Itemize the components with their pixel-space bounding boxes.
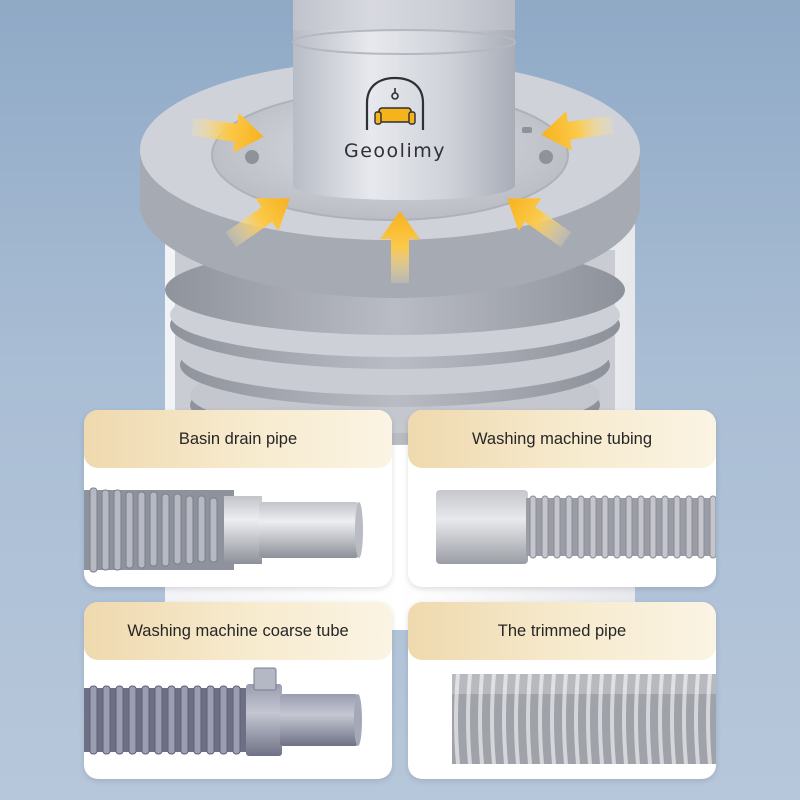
basin-drain-pipe-image xyxy=(84,487,363,573)
card-label: Basin drain pipe xyxy=(178,429,298,448)
card-label: Washing machine tubing xyxy=(471,429,653,448)
pipe-card-trimmed-pipe: The trimmed pipe xyxy=(408,602,716,779)
pipe-card-washing-machine-tubing: Washing machine tubing xyxy=(408,410,716,587)
card-header: Basin drain pipe xyxy=(84,410,392,468)
washing-machine-coarse-tube-image xyxy=(84,667,362,756)
card-label: Washing machine coarse tube xyxy=(127,621,349,640)
pipe-card-washing-machine-coarse-tube: Washing machine coarse tube xyxy=(84,602,392,779)
trimmed-pipe-image xyxy=(452,673,716,765)
card-label: The trimmed pipe xyxy=(497,621,627,640)
washing-machine-tubing-image xyxy=(436,490,716,564)
robot-sofa-logo-icon xyxy=(365,76,425,130)
card-header: The trimmed pipe xyxy=(408,602,716,660)
pipe-card-basin-drain: Basin drain pipe xyxy=(84,410,392,587)
card-header: Washing machine coarse tube xyxy=(84,602,392,660)
central-pipe xyxy=(292,0,516,200)
brand-name: Geoolimy xyxy=(344,140,446,162)
card-header: Washing machine tubing xyxy=(408,410,716,468)
